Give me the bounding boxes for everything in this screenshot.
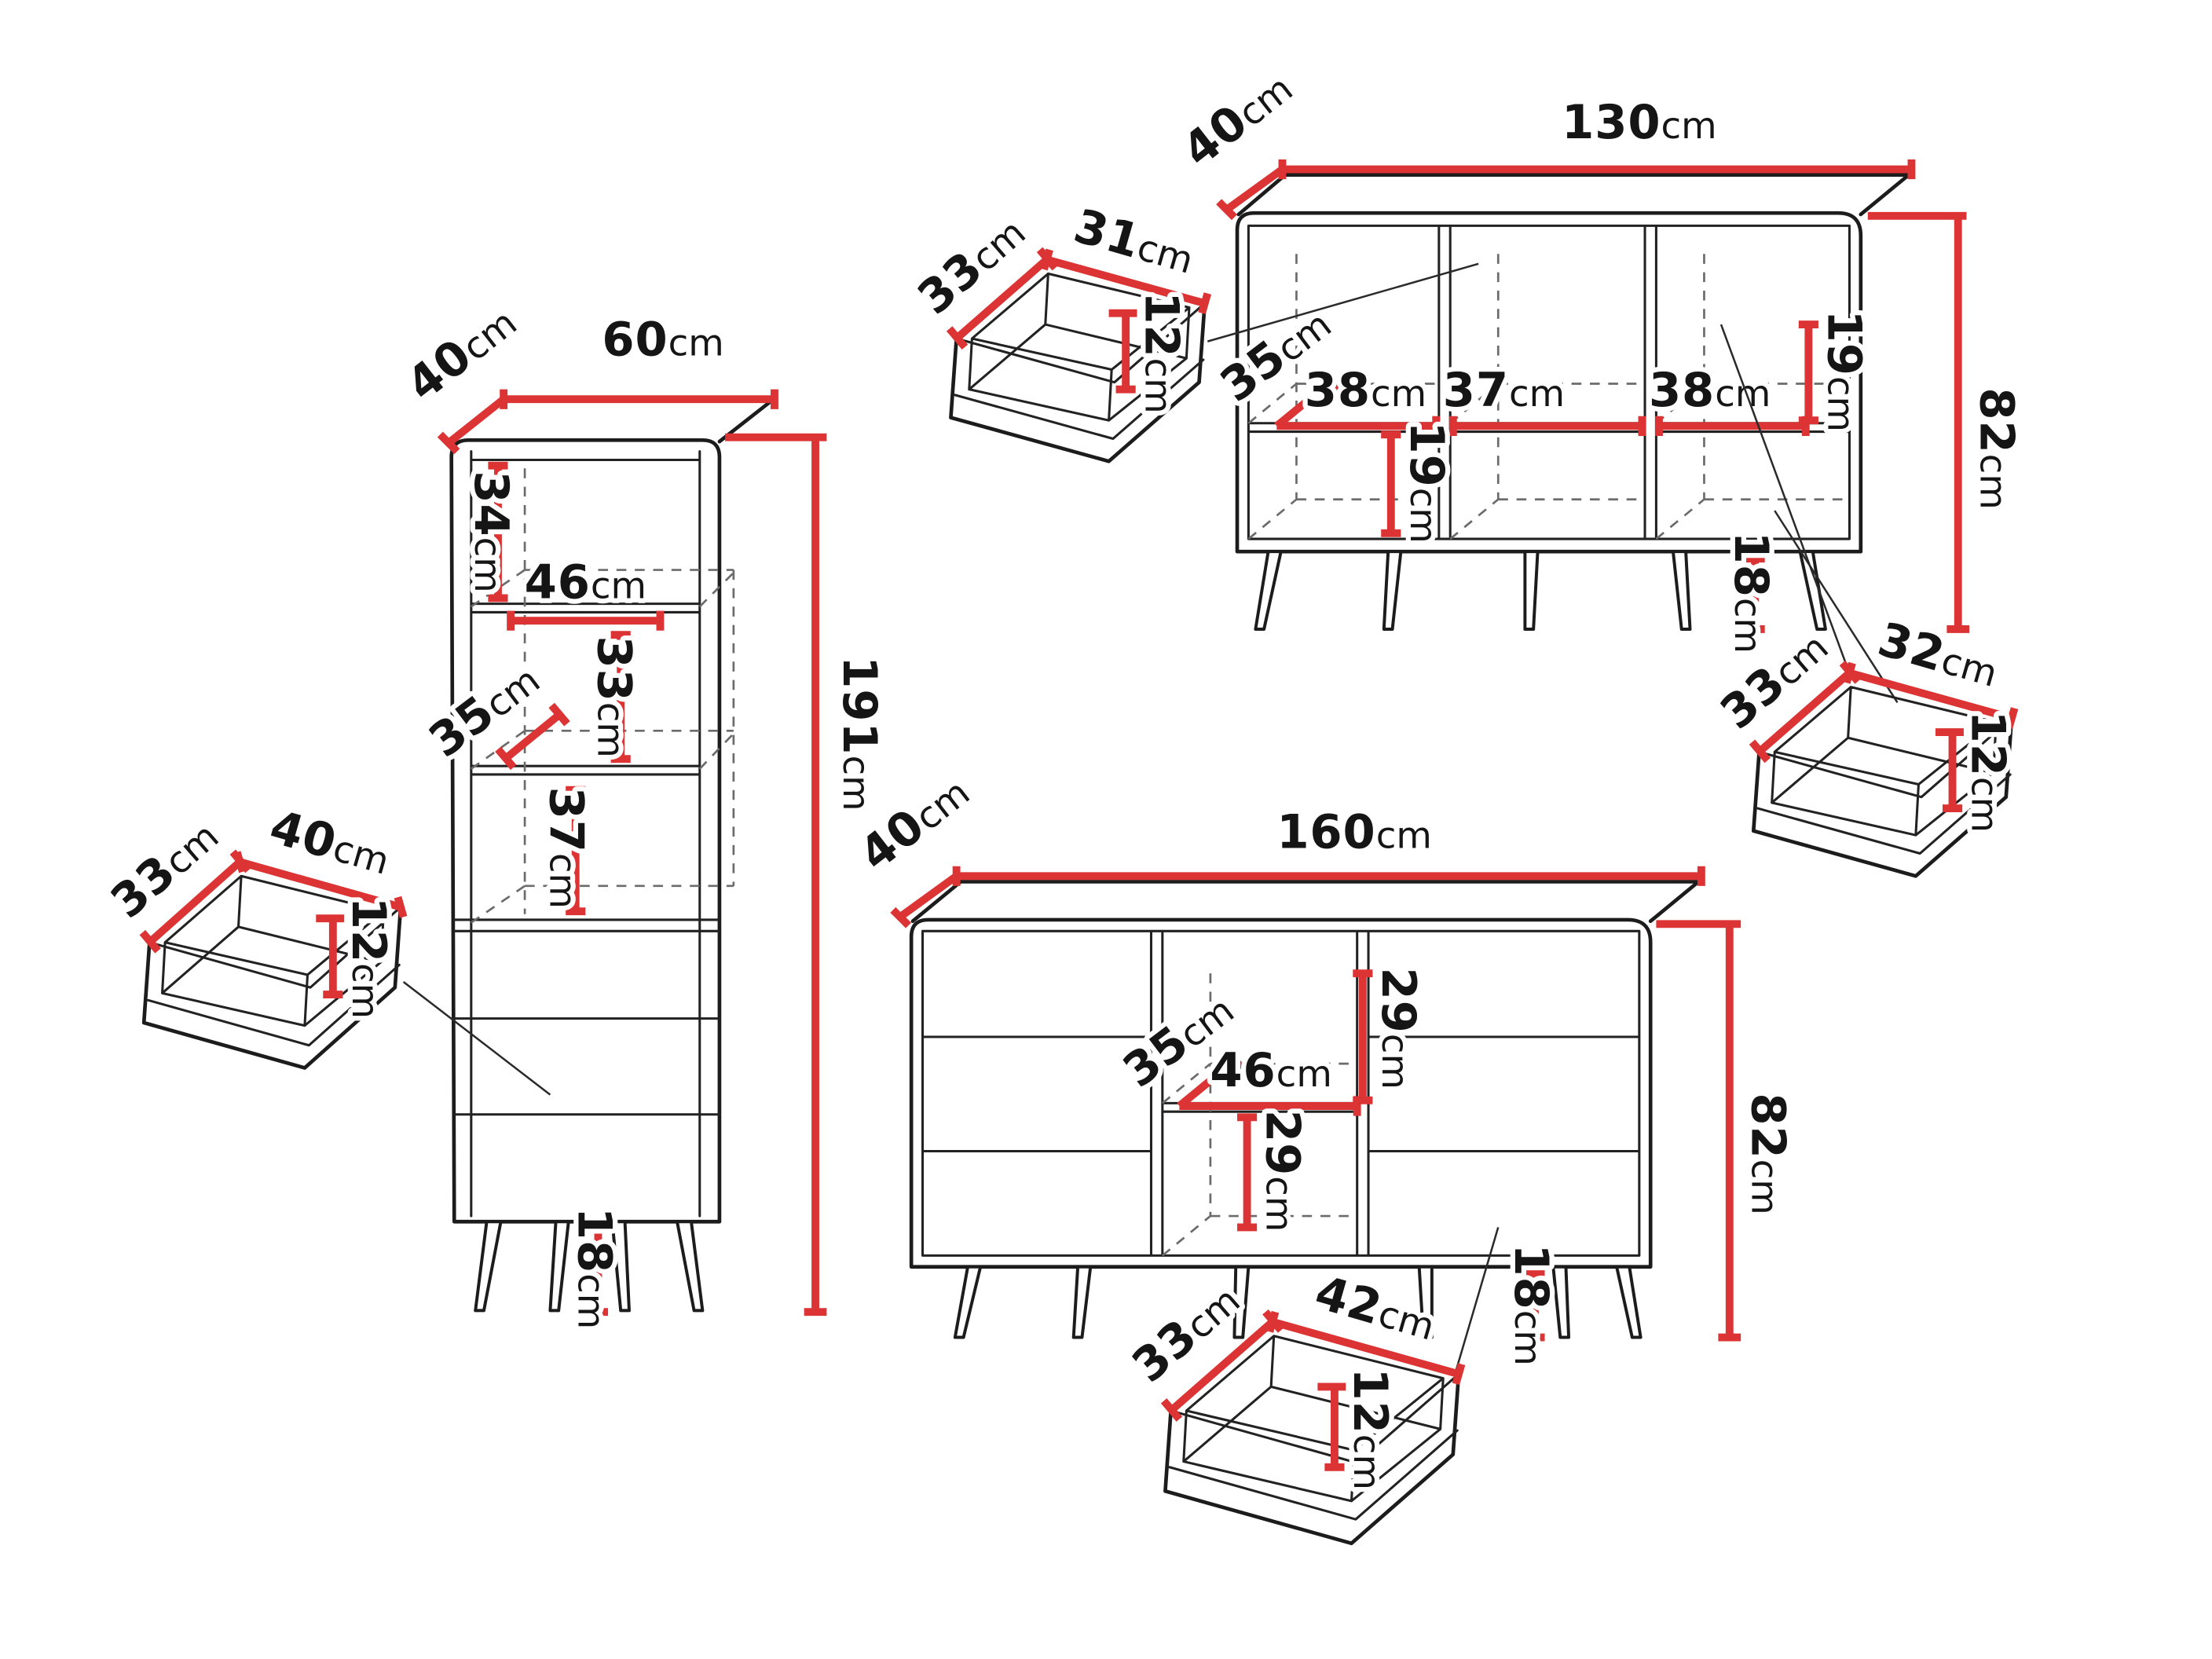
drawer-box-40-detail-lines: [147, 874, 402, 1047]
drawer-box-32-detail-lines: [1756, 686, 2013, 855]
tall-cabinet-lower-section-dim-line: [566, 786, 586, 916]
drawer-box-31-depth-label: 33cm: [907, 204, 1035, 325]
drawer-box-31-detail-lines: [954, 272, 1207, 441]
sideboard-130-interior-dashed: [1247, 254, 1850, 540]
sideboard-130-height-label: 82cm: [1969, 387, 2023, 509]
drawer-box-32-leader-line-1: [1719, 324, 1852, 678]
tall-cabinet-height-dim-line: [725, 433, 827, 1317]
tall-cabinet-top-section-dim-line: [488, 461, 508, 602]
drawer-box-40-leader-line: [402, 980, 551, 1096]
tall-cabinet: 40cm 60cm 191cm 34cm 46cm 33cm 35cm 37cm…: [391, 297, 892, 1335]
tall-cabinet-top-section-label: 34cm: [464, 471, 518, 592]
tall-cabinet-inner-width-dim-line: [507, 610, 665, 631]
sideboard-160-inner-width-label: 46cm: [1210, 1043, 1331, 1097]
tall-cabinet-interior-dashed: [471, 468, 735, 924]
drawer-box-40-height-dim-line: [316, 914, 345, 999]
sideboard-130-middle-width-dim-line: [1448, 416, 1646, 436]
drawer-box-31-width-dim-line: [1040, 248, 1212, 315]
drawer-box-42-width-dim-line: [1265, 1310, 1466, 1386]
drawer-box-32-width-dim-line: [1843, 661, 2019, 730]
sideboard-160-lower-height-label: 29cm: [1256, 1110, 1310, 1232]
sideboard-130-leg-height-label: 18cm: [1724, 532, 1778, 654]
tall-cabinet-height-label: 191cm: [833, 656, 887, 811]
tall-cabinet-inner-width-label: 46cm: [525, 555, 646, 609]
drawer-box-31-leader-line: [1207, 262, 1479, 342]
drawer-box-42-height-dim-line: [1317, 1382, 1346, 1471]
sideboard-130-width-label: 130cm: [1562, 95, 1717, 149]
tall-cabinet-shelf-depth-dim-line: [495, 702, 570, 771]
sideboard-130-right-width-label: 38cm: [1649, 363, 1771, 417]
sideboard-130-left-compartment-height-dim-line: [1381, 430, 1401, 537]
sideboard-160-upper-height-label: 29cm: [1372, 968, 1426, 1090]
sideboard-130: 40cm 130cm 35cm 38cm 37cm 38cm 19cm 19cm…: [1167, 63, 2029, 658]
tall-cabinet-shelf-depth-label: 35cm: [419, 651, 549, 768]
drawer-box-40-width-dim-line: [233, 851, 408, 918]
sideboard-130-leg-dim-line: [1745, 555, 1765, 633]
drawer-box-31-height-dim-line: [1108, 309, 1137, 394]
tall-cabinet-lower-section-label: 37cm: [539, 787, 593, 909]
tall-cabinet-legs: [474, 1220, 705, 1313]
sideboard-130-right-width-dim-line: [1655, 416, 1810, 436]
sideboard-160-height-label: 82cm: [1741, 1093, 1796, 1214]
sideboard-130-left-height-label: 19cm: [1400, 422, 1454, 544]
tall-cabinet-depth-width-dim-line: [437, 389, 778, 455]
sideboard-160-interior-dashed: [1161, 973, 1357, 1257]
sideboard-160-leg-height-label: 18cm: [1504, 1244, 1558, 1366]
drawer-box-40-depth-label: 33cm: [101, 808, 229, 928]
drawer-box-42-height-label: 12cm: [1343, 1368, 1397, 1490]
sideboard-130-legs: [1254, 550, 1827, 631]
sideboard-130-depth-width-dim-line: [1216, 159, 1916, 221]
sideboard-160-body: [909, 880, 1701, 1269]
drawer-box-40: 33cm 40cm 12cm: [96, 794, 551, 1096]
drawer-box-40-height-label: 12cm: [342, 897, 396, 1019]
tall-cabinet-middle-section-label: 33cm: [587, 635, 641, 757]
sideboard-130-right-height-label: 19cm: [1818, 310, 1872, 432]
tall-cabinet-middle-section-dim-line: [610, 631, 631, 764]
tall-cabinet-leg-dim-line: [588, 1223, 609, 1317]
sideboard-160-depth-width-dim-line: [890, 866, 1705, 928]
tall-cabinet-width-label: 60cm: [602, 313, 723, 367]
drawer-box-32-height-label: 12cm: [1961, 711, 2016, 833]
drawer-box-31: 33cm 31cm 12cm: [903, 193, 1479, 463]
drawer-box-42-detail-lines: [1168, 1335, 1460, 1521]
drawer-box-32-leader-line-2: [1774, 510, 1899, 704]
sideboard-160-leg-dim-line: [1525, 1268, 1545, 1342]
sideboard-130-left-width-label: 38cm: [1305, 363, 1426, 417]
sideboard-130-height-dim-line: [1867, 211, 1970, 633]
drawer-box-42-leader-line: [1455, 1227, 1500, 1372]
drawer-box-42: 33cm 42cm 12cm: [1117, 1227, 1500, 1546]
tall-cabinet-leg-height-label: 18cm: [567, 1207, 621, 1329]
sideboard-160-shelf-depth-and-inner-width-dim-line: [1177, 1048, 1361, 1116]
sideboard-130-shelf-depth-and-left-width-dim-line: [1274, 368, 1441, 436]
sideboard-160-lower-height-dim-line: [1237, 1113, 1258, 1232]
sideboard-160-legs: [953, 1265, 1643, 1339]
tall-cabinet-panel-lines: [452, 450, 721, 1218]
drawer-box-42-outline: [1163, 1320, 1461, 1546]
sideboard-130-middle-width-label: 37cm: [1443, 363, 1565, 417]
sideboard-130-right-compartment-height-dim-line: [1798, 320, 1818, 425]
sideboard-160-width-label: 160cm: [1276, 804, 1432, 859]
sideboard-160-height-dim-line: [1656, 920, 1741, 1342]
sideboard-130-body: [1235, 173, 1911, 554]
drawer-box-31-height-label: 12cm: [1134, 291, 1188, 413]
drawer-box-32-height-dim-line: [1936, 728, 1964, 812]
